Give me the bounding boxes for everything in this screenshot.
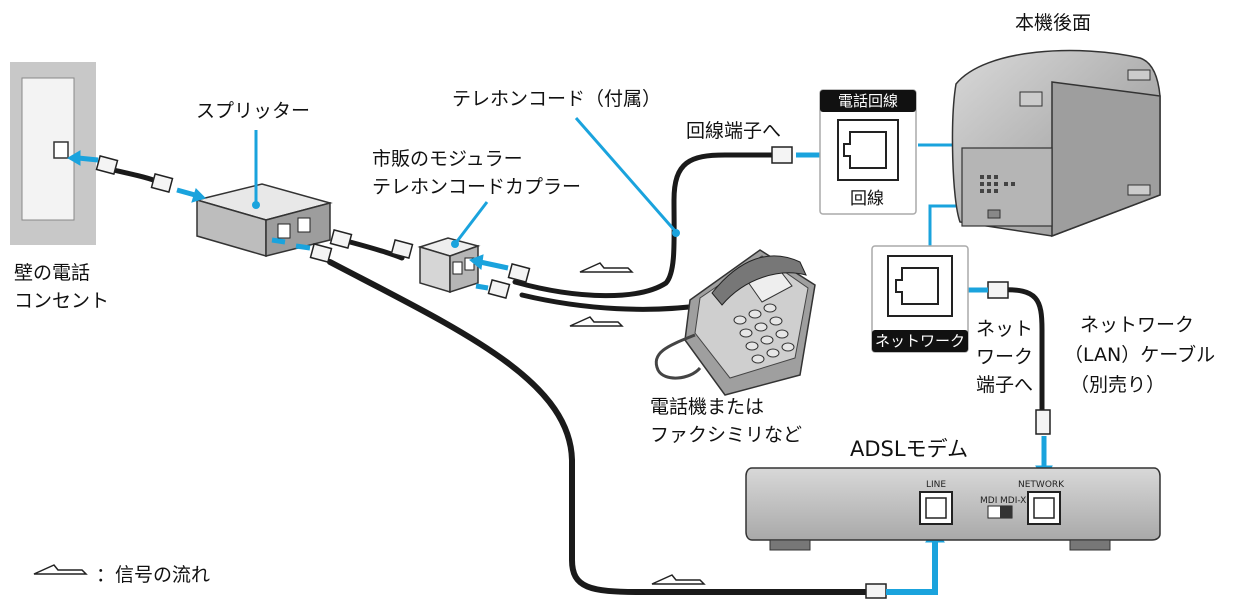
lan-cable-label-line1: ネットワーク xyxy=(1080,314,1195,336)
coupler xyxy=(417,237,481,294)
wall-outlet-label-line2: コンセント xyxy=(14,290,110,312)
wall-outlet xyxy=(10,62,96,245)
coupler-label-line2: テレホンコードカプラー xyxy=(372,176,582,198)
modular-plugs xyxy=(95,146,1051,599)
telephone-label-line1: 電話機または xyxy=(650,396,765,418)
modem-mdi-label: MDI xyxy=(980,496,998,506)
phone-cord-label: テレホンコード（付属） xyxy=(452,88,662,110)
modem-line-port-label: LINE xyxy=(926,480,947,490)
telephone-label-line2: ファクシミリなど xyxy=(650,424,803,446)
lan-cable-label-line3: （別売り） xyxy=(1070,374,1166,396)
adsl-modem-label: ADSLモデム xyxy=(850,437,969,461)
phone-line-panel-title: 電話回線 xyxy=(820,90,916,112)
coupler-label-line1: 市販のモジュラー xyxy=(372,148,523,170)
modem-mdix-label: MDI-X xyxy=(1000,496,1027,506)
network-terminal-label-line3: 端子へ xyxy=(976,374,1034,396)
unit-rear-label: 本機後面 xyxy=(1015,12,1092,34)
signal-flow-arrows xyxy=(33,262,706,585)
legend-label: ：信号の流れ xyxy=(96,564,211,586)
unit-rear xyxy=(951,49,1161,238)
telephone xyxy=(654,249,816,396)
network-panel xyxy=(871,245,969,353)
modem-network-port-label: NETWORK xyxy=(1018,480,1065,490)
network-terminal-label-line2: ワーク xyxy=(976,346,1034,368)
splitter xyxy=(194,183,333,257)
splitter-label: スプリッター xyxy=(196,100,311,122)
adsl-modem xyxy=(745,467,1161,551)
lan-cable-label-line2: （LAN）ケーブル xyxy=(1064,344,1216,366)
network-terminal-label-line1: ネット xyxy=(976,318,1034,340)
phone-line-panel xyxy=(819,89,917,215)
phone-line-panel-caption: 回線 xyxy=(850,189,884,209)
network-panel-title: ネットワーク xyxy=(872,330,968,352)
cables xyxy=(102,152,1045,595)
wall-outlet-label-line1: 壁の電話 xyxy=(14,262,91,284)
line-terminal-label: 回線端子へ xyxy=(686,120,782,142)
